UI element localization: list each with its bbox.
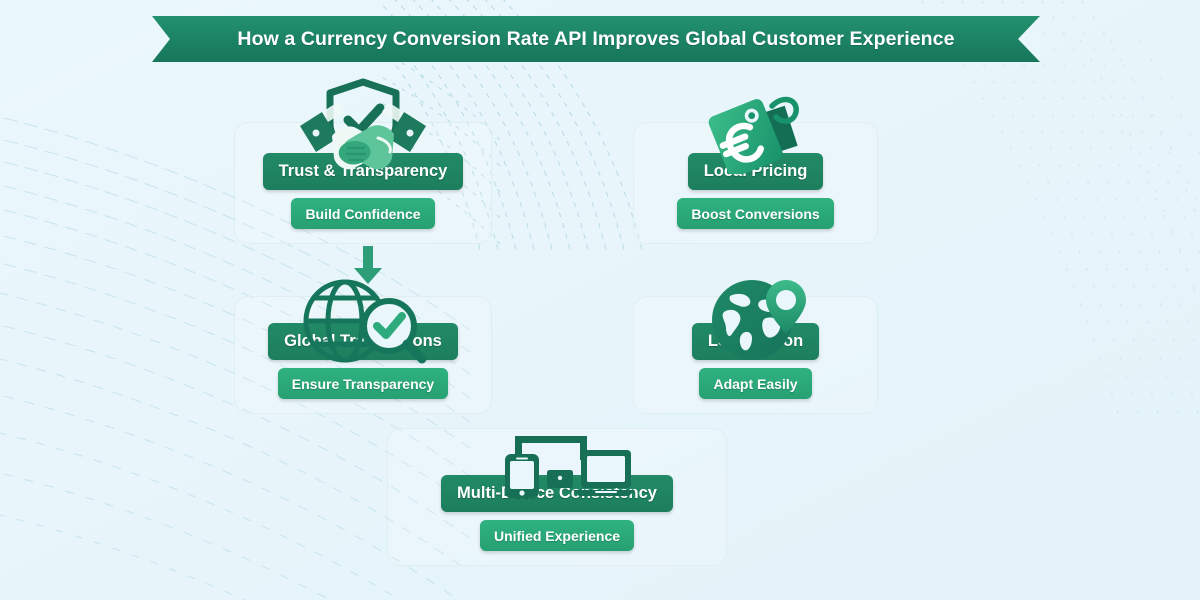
card-subtitle-global-transactions: Ensure Transparency xyxy=(277,368,449,399)
card-subtitle-multi-device-consistency: Unified Experience xyxy=(479,520,635,551)
card-subtitle-trust-transparency: Build Confidence xyxy=(291,198,435,229)
card-title-local-pricing: Local Pricing xyxy=(687,153,824,190)
handshake-shield-check-icon xyxy=(292,78,434,174)
banner-ribbon-shape xyxy=(152,16,1040,62)
card-subtitle-localization: Adapt Easily xyxy=(699,368,812,399)
card-local-pricing[interactable]: Local Pricing Boost Conversions xyxy=(633,122,878,244)
banner-title: How a Currency Conversion Rate API Impro… xyxy=(237,27,955,50)
banner: How a Currency Conversion Rate API Impro… xyxy=(152,16,1040,62)
globe-map-pin-icon xyxy=(704,272,812,364)
price-tag-euro-icon xyxy=(700,76,810,174)
multi-device-icon xyxy=(495,432,635,498)
card-subtitle-local-pricing: Boost Conversions xyxy=(677,198,834,229)
card-title-trust-transparency: Trust & Transparency xyxy=(262,153,464,190)
globe-magnifier-check-icon xyxy=(300,278,428,364)
connector-down-arrow-icon xyxy=(352,246,384,286)
card-global-transactions[interactable]: Global Transactions Ensure Transparency xyxy=(234,296,492,414)
